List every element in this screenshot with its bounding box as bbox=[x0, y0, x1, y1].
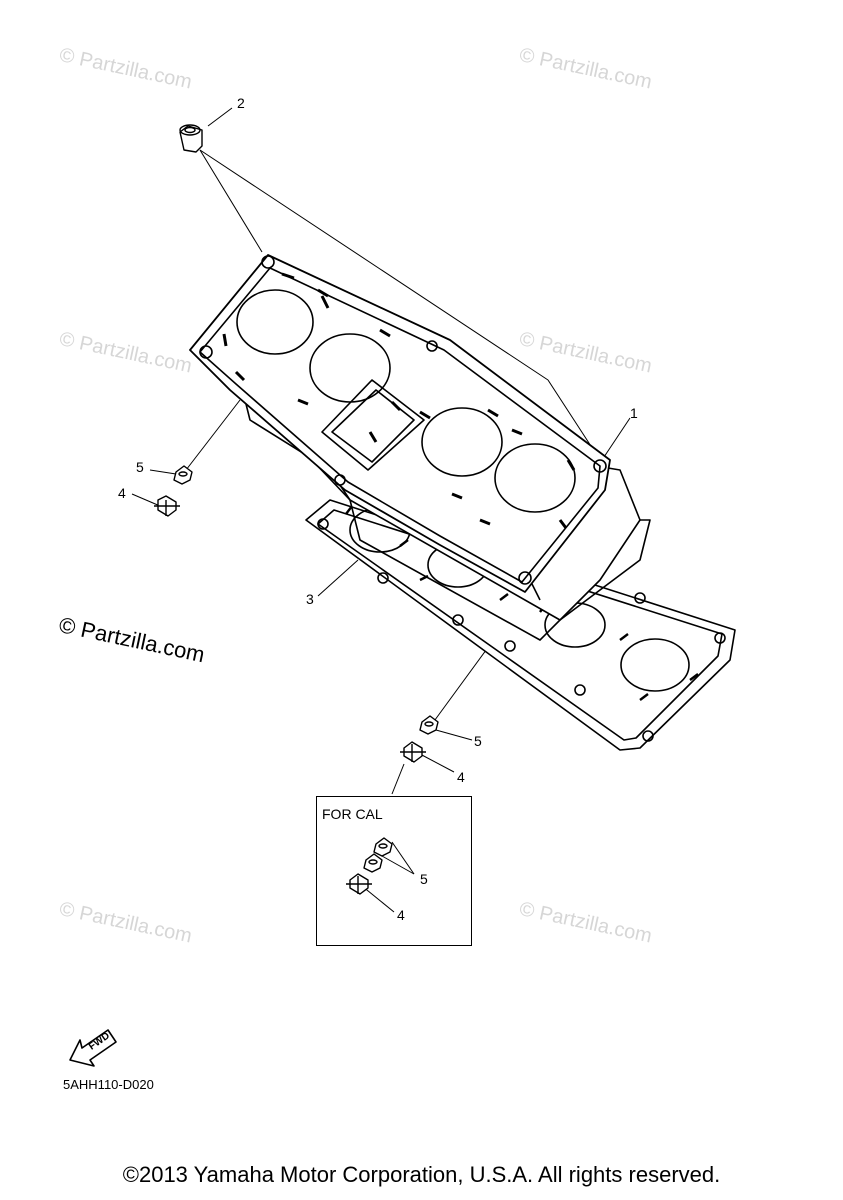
callout-1: 1 bbox=[630, 405, 638, 421]
callout-4: 4 bbox=[457, 769, 465, 785]
fwd-arrow-icon bbox=[69, 1029, 117, 1067]
leader-lines bbox=[131, 107, 631, 913]
callout-3: 3 bbox=[306, 591, 314, 607]
dowel-pin bbox=[179, 124, 203, 153]
callout-4: 4 bbox=[118, 485, 126, 501]
for-cal-box bbox=[316, 796, 472, 946]
nut-left bbox=[173, 465, 193, 485]
callout-4: 4 bbox=[397, 907, 405, 923]
bolt-left bbox=[154, 495, 180, 517]
bolt-right bbox=[400, 741, 426, 763]
callout-5: 5 bbox=[420, 871, 428, 887]
nut-cal-lower bbox=[363, 853, 383, 873]
diagram-code: 5AHH110-D020 bbox=[63, 1077, 154, 1092]
callout-5: 5 bbox=[136, 459, 144, 475]
callout-5: 5 bbox=[474, 733, 482, 749]
callout-2: 2 bbox=[237, 95, 245, 111]
bolt-cal bbox=[346, 873, 372, 895]
nut-cal-upper bbox=[373, 837, 393, 857]
cylinder-block bbox=[189, 254, 651, 641]
copyright-notice: ©2013 Yamaha Motor Corporation, U.S.A. A… bbox=[122, 1162, 721, 1187]
nut-right bbox=[419, 715, 439, 735]
for-cal-label: FOR CAL bbox=[322, 806, 383, 822]
